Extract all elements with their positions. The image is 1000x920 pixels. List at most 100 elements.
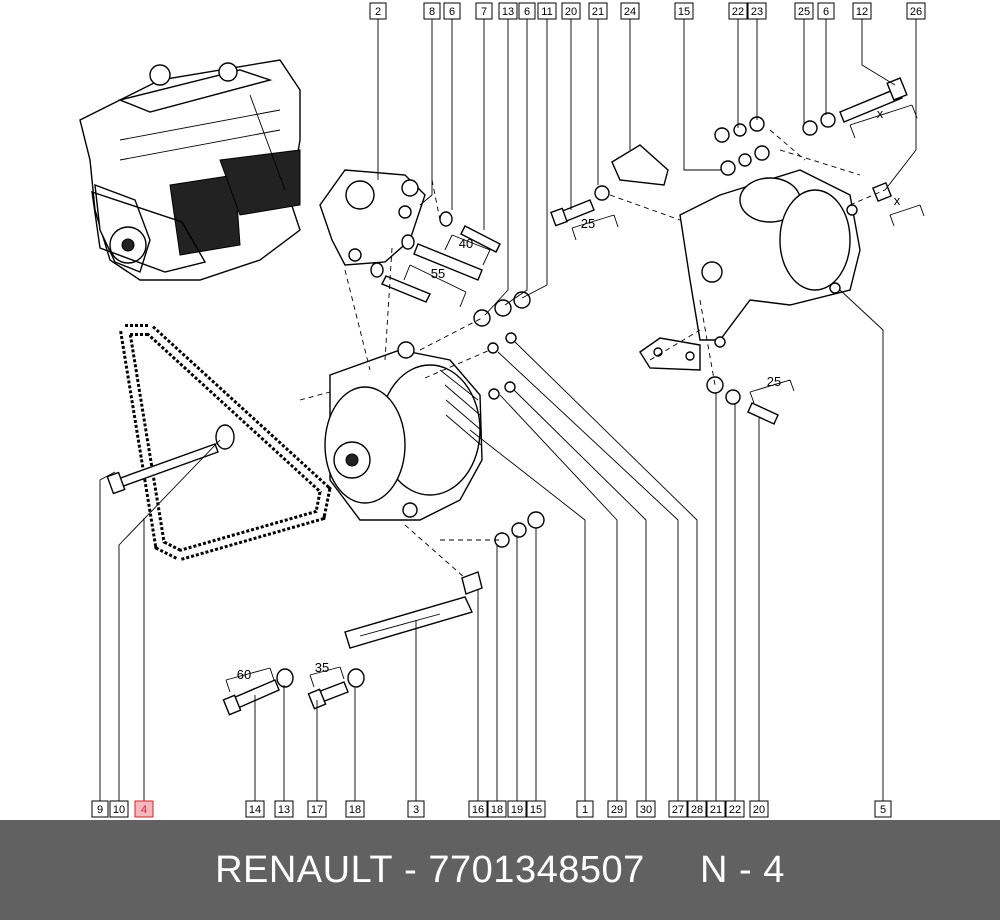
- svg-text:12: 12: [856, 6, 868, 18]
- svg-text:14: 14: [249, 804, 261, 816]
- callout-5: 5: [874, 800, 892, 818]
- callout-21b: 21: [706, 800, 726, 818]
- washers-upper-right: [714, 77, 908, 203]
- dimension-40: 40: [459, 236, 473, 251]
- svg-text:29: 29: [611, 804, 623, 816]
- exploded-parts-diagram: 40 55 25 x x 25 60 35: [79, 2, 926, 818]
- svg-text:26: 26: [910, 6, 922, 18]
- svg-text:6: 6: [449, 6, 455, 18]
- svg-text:27: 27: [672, 804, 684, 816]
- svg-text:15: 15: [530, 804, 542, 816]
- dimension-25-upper: 25: [581, 216, 595, 231]
- svg-text:1: 1: [582, 804, 588, 816]
- svg-text:21: 21: [710, 804, 722, 816]
- callout-13: 13: [498, 2, 518, 20]
- svg-text:15: 15: [678, 6, 690, 18]
- svg-text:22: 22: [732, 6, 744, 18]
- callout-1: 1: [576, 800, 594, 818]
- callout-4-highlighted: 4: [134, 800, 154, 818]
- callout-2: 2: [369, 2, 387, 20]
- alternator-1: [324, 341, 483, 521]
- svg-text:28: 28: [691, 804, 703, 816]
- callout-15b: 15: [526, 800, 546, 818]
- mounting-bracket-2: [319, 169, 426, 266]
- callout-16: 16: [468, 800, 488, 818]
- svg-text:24: 24: [624, 6, 636, 18]
- svg-text:16: 16: [472, 804, 484, 816]
- callout-10: 10: [109, 800, 129, 818]
- callout-6b: 6: [518, 2, 536, 20]
- dimension-35: 35: [315, 660, 329, 675]
- starter-motor-5: [679, 169, 861, 348]
- svg-text:11: 11: [541, 6, 552, 18]
- svg-text:2: 2: [375, 6, 381, 18]
- callout-20b: 20: [749, 800, 769, 818]
- callout-18: 18: [345, 800, 365, 818]
- bracket-24: [550, 144, 669, 227]
- callout-3: 3: [407, 800, 425, 818]
- svg-text:30: 30: [640, 804, 652, 816]
- callout-29: 29: [607, 800, 627, 818]
- svg-text:13: 13: [502, 6, 514, 18]
- leader-lines-bottom: [99, 289, 884, 801]
- drive-belt-4: [117, 324, 332, 562]
- footer-brand: RENAULT: [215, 848, 394, 891]
- footer-ref: N - 4: [700, 848, 785, 891]
- svg-text:18: 18: [349, 804, 361, 816]
- svg-text:19: 19: [511, 804, 523, 816]
- callout-9: 9: [91, 800, 109, 818]
- dimension-markers: 40 55 25 x x 25 60 35: [225, 104, 925, 693]
- adjusting-arm-3: [344, 596, 473, 649]
- svg-text:17: 17: [311, 804, 323, 816]
- svg-text:18: 18: [491, 804, 503, 816]
- callout-13b: 13: [274, 800, 294, 818]
- part-info-footer: RENAULT - 7701348507 N - 4: [0, 820, 1000, 920]
- callout-20: 20: [561, 2, 581, 20]
- callout-27: 27: [668, 800, 688, 818]
- svg-text:9: 9: [97, 804, 103, 816]
- svg-text:13: 13: [278, 804, 290, 816]
- leader-lines-top: [377, 19, 917, 316]
- footer-gap: [645, 849, 700, 892]
- bracket-lower-right: [639, 337, 779, 425]
- dimension-x-upper: x: [877, 106, 884, 121]
- long-bolt-9: [106, 424, 235, 495]
- dimension-x-lower: x: [894, 193, 901, 208]
- callout-18b: 18: [487, 800, 507, 818]
- callout-22: 22: [728, 2, 748, 20]
- callout-7: 7: [475, 2, 493, 20]
- dimension-60: 60: [237, 667, 251, 682]
- alignment-lines: [299, 129, 886, 579]
- callout-25: 25: [794, 2, 814, 20]
- callout-26: 26: [906, 2, 926, 20]
- callout-24: 24: [620, 2, 640, 20]
- callout-6: 6: [443, 2, 461, 20]
- callout-14: 14: [245, 800, 265, 818]
- callouts-top: 2 8 6 7 13 6 11 20 21 24 15 22 23 25 6 1…: [369, 2, 926, 20]
- callout-15: 15: [674, 2, 694, 20]
- callout-6c: 6: [817, 2, 835, 20]
- callout-23: 23: [747, 2, 767, 20]
- svg-text:25: 25: [798, 6, 810, 18]
- footer-part-number: 7701348507: [428, 848, 645, 891]
- dimension-55: 55: [431, 266, 445, 281]
- callouts-bottom: 9 10 4 14 13 17 18 3 16 18 19 15 1 29 30…: [91, 800, 892, 818]
- svg-text:22: 22: [729, 804, 741, 816]
- callout-28: 28: [687, 800, 707, 818]
- svg-text:8: 8: [429, 6, 435, 18]
- svg-text:5: 5: [880, 804, 886, 816]
- callout-21: 21: [588, 2, 608, 20]
- callout-12: 12: [852, 2, 872, 20]
- svg-text:4: 4: [141, 804, 147, 816]
- callout-22b: 22: [725, 800, 745, 818]
- callout-30: 30: [636, 800, 656, 818]
- svg-text:23: 23: [751, 6, 763, 18]
- dimension-25-lower: 25: [767, 374, 781, 389]
- svg-text:3: 3: [413, 804, 419, 816]
- callout-17: 17: [307, 800, 327, 818]
- svg-text:21: 21: [592, 6, 604, 18]
- callout-11: 11: [537, 2, 557, 20]
- callout-8: 8: [423, 2, 441, 20]
- engine-block-illustration: [79, 59, 301, 281]
